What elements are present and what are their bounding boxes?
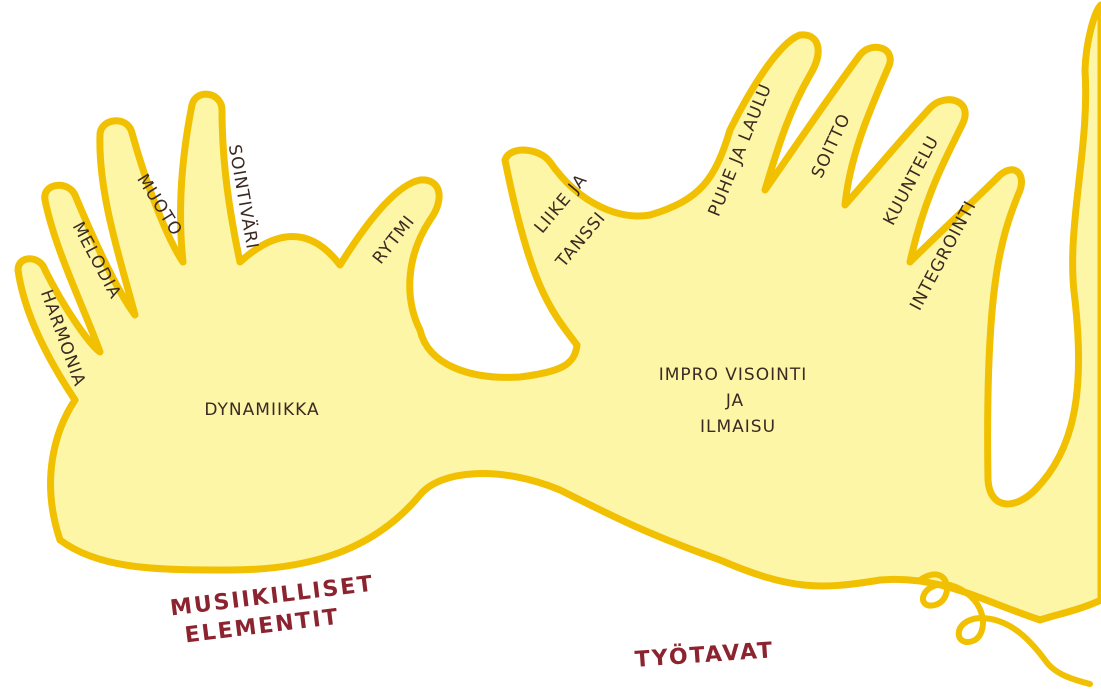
- caption-tyotavat: TYÖTAVAT: [634, 637, 775, 673]
- palm-label-improvisointi: IMPRO VISOINTI: [659, 365, 807, 385]
- palm-label-ilmaisu: ILMAISU: [700, 417, 776, 437]
- palm-label-dynamiikka: DYNAMIIKKA: [204, 400, 319, 420]
- hands-shape: [18, 5, 1101, 620]
- palm-label-ja: JA: [725, 391, 744, 411]
